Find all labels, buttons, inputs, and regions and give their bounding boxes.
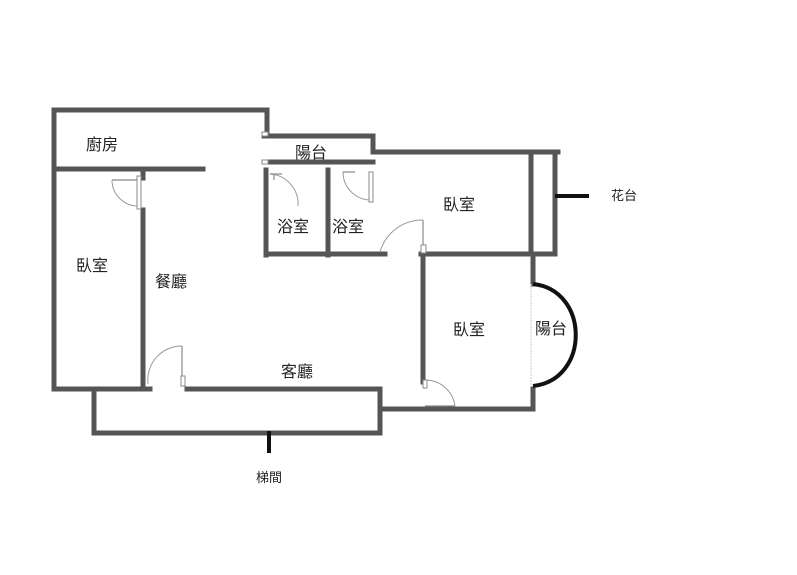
wall-stair-enclosure [91, 386, 383, 436]
label-stairwell: 梯間 [256, 471, 282, 486]
label-kitchen: 廚房 [86, 135, 118, 154]
label-planter: 花台 [611, 188, 637, 204]
wall-lower-bedroom-bottom [382, 386, 536, 412]
label-balcony-right: 陽台 [535, 319, 567, 338]
label-bedroom-upper-right: 臥室 [443, 195, 475, 214]
wall-kitchen-top [51, 107, 270, 392]
label-bath-2: 浴室 [332, 217, 364, 236]
balcony-curve [532, 282, 578, 388]
label-living: 客廳 [281, 362, 313, 381]
label-dining: 餐廳 [155, 272, 187, 291]
doors [111, 131, 456, 407]
label-bedroom-left: 臥室 [76, 256, 108, 275]
walls [51, 107, 561, 436]
label-balcony-top: 陽台 [295, 143, 327, 162]
label-bath-1: 浴室 [277, 217, 309, 236]
label-bedroom-lower-right: 臥室 [453, 320, 485, 339]
wall-balcony-top [261, 133, 376, 155]
